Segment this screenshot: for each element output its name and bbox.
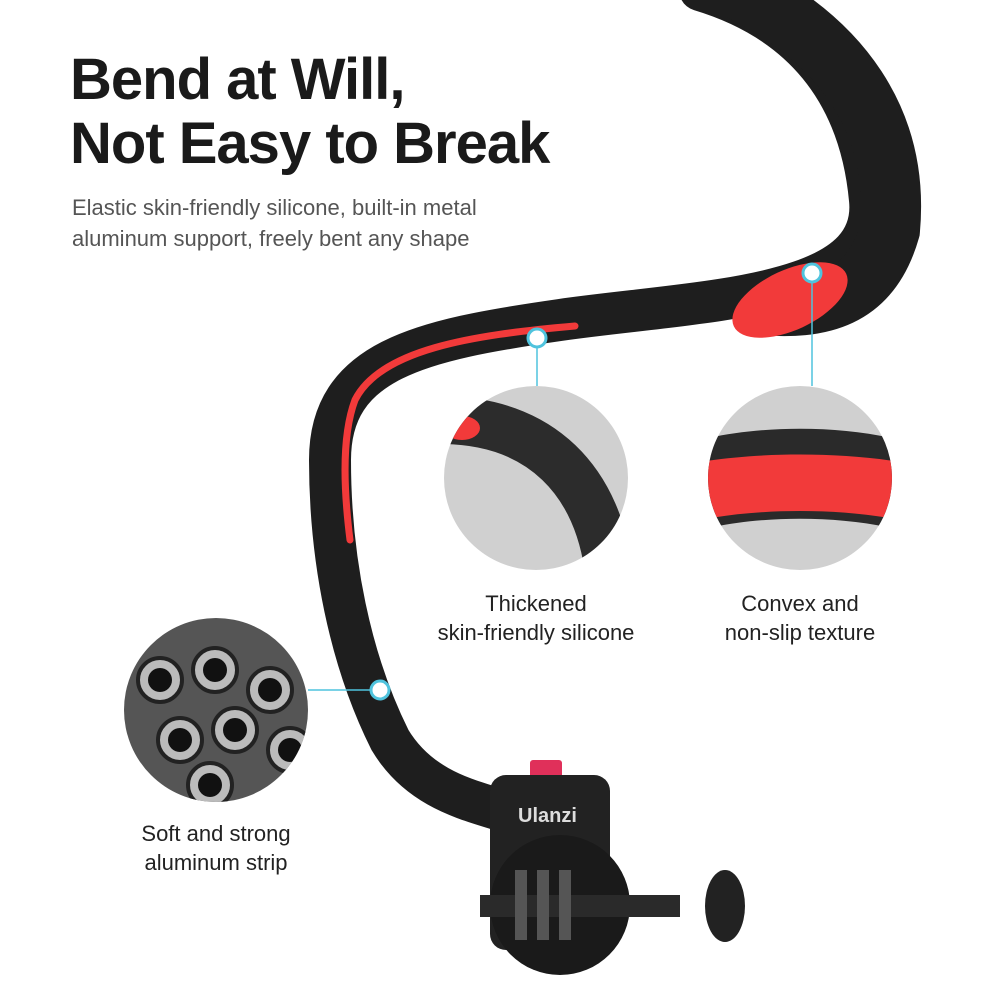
subtitle-line-2: aluminum support, freely bent any shape bbox=[72, 226, 470, 251]
nonslip-pad bbox=[732, 262, 848, 338]
headline-line-1: Bend at Will, bbox=[70, 47, 406, 112]
detail-thickened-silicone bbox=[444, 386, 628, 570]
red-stripe bbox=[341, 322, 579, 544]
callout-line: Convex and bbox=[741, 591, 859, 616]
callout-line: non-slip texture bbox=[724, 620, 876, 645]
callout-line: Soft and strong bbox=[141, 821, 291, 846]
callout-dot bbox=[526, 327, 548, 349]
detail-nonslip-texture bbox=[708, 386, 892, 570]
callout-line: Thickened bbox=[485, 591, 587, 616]
headline: Bend at Will, Not Easy to Break bbox=[70, 47, 550, 176]
headline-line-2: Not Easy to Break bbox=[70, 111, 550, 176]
callout-dot bbox=[801, 262, 823, 284]
callout-dot bbox=[369, 679, 391, 701]
callout-aluminum-strip: Soft and strong aluminum strip bbox=[96, 819, 336, 877]
callout-line: skin-friendly silicone bbox=[437, 620, 635, 645]
callout-thickened-silicone: Thickened skin-friendly silicone bbox=[400, 589, 672, 647]
brand-logo: Ulanzi bbox=[518, 805, 577, 827]
subtitle-line-1: Elastic skin-friendly silicone, built-in… bbox=[72, 195, 477, 220]
callout-markers bbox=[308, 262, 823, 701]
subtitle: Elastic skin-friendly silicone, built-in… bbox=[72, 192, 477, 254]
detail-aluminum-strip bbox=[124, 618, 308, 802]
camera-mount: Ulanzi bbox=[480, 760, 745, 975]
callout-line: aluminum strip bbox=[144, 850, 288, 875]
callout-nonslip-texture: Convex and non-slip texture bbox=[680, 589, 920, 647]
neck-band bbox=[308, 0, 922, 831]
